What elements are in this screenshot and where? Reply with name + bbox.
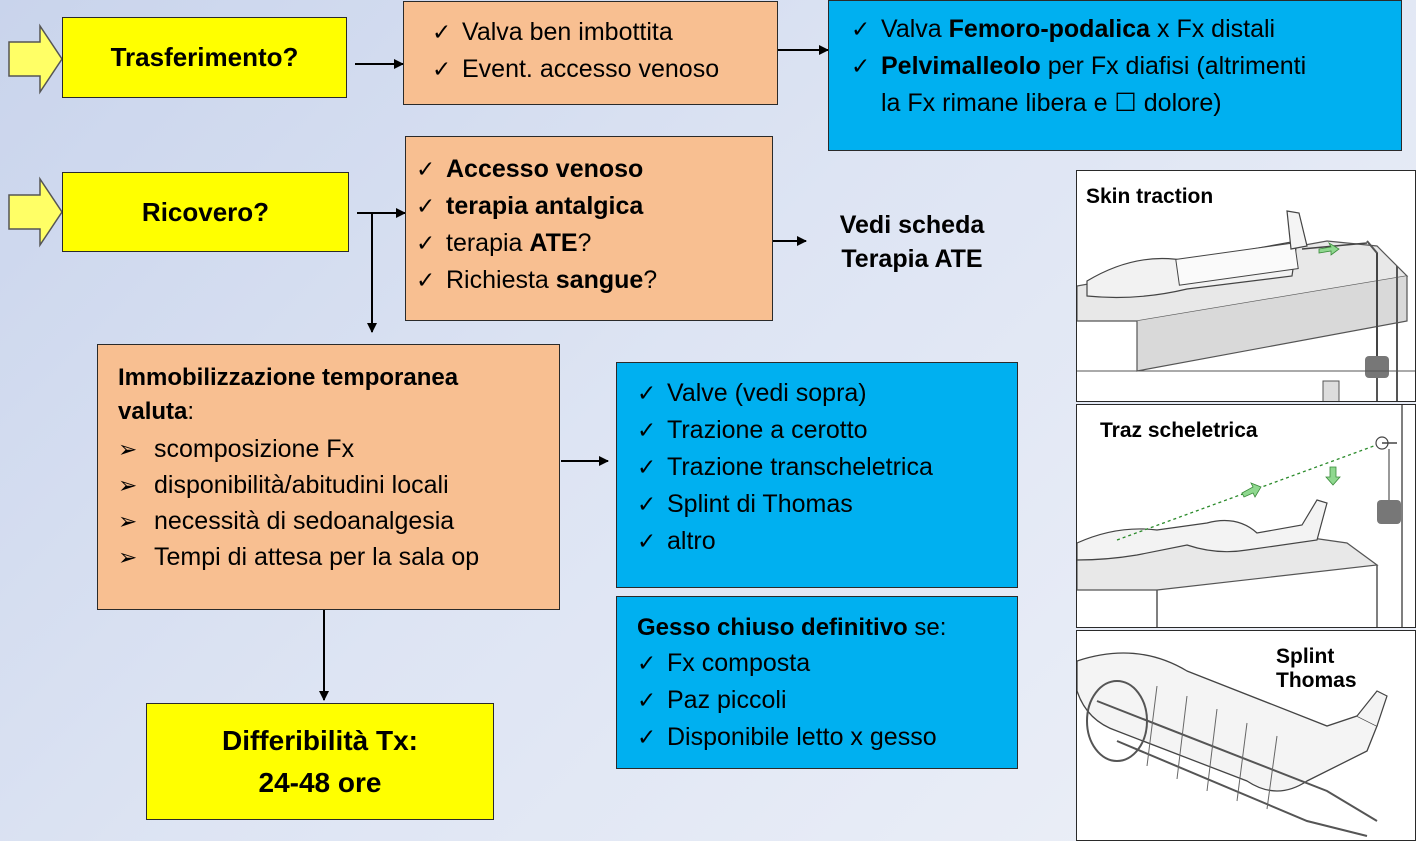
immobilization-title: Immobilizzazione temporanea valuta: (118, 364, 459, 425)
list-item: ✓Accesso venoso (416, 151, 772, 188)
list-item: ✓terapia antalgica (416, 188, 772, 225)
check-icon: ✓ (416, 230, 436, 256)
start-arrow-transfer (8, 23, 63, 95)
list-item: ➢necessità di sedoanalgesia (118, 503, 559, 539)
check-icon: ✓ (637, 417, 657, 443)
list-item: ✓Fx composta (637, 645, 1017, 682)
list-item: ✓Trazione transcheletrica (637, 449, 1017, 486)
list-item: ✓Valva ben imbottita (432, 14, 777, 51)
check-icon: ✓ (416, 156, 436, 182)
immobilization-box: Immobilizzazione temporanea valuta: ➢sco… (97, 344, 560, 610)
list-item: ✓Splint di Thomas (637, 486, 1017, 523)
list-item: ✓altro (637, 523, 1017, 560)
list-item: ✓ Richiesta sangue? (416, 262, 772, 299)
definitive-cast-title: Gesso chiuso definitivo se: (637, 614, 947, 641)
thomas-splint-label: Splint Thomas (1276, 645, 1357, 692)
check-icon: ✓ (416, 193, 436, 219)
transfer-box: Trasferimento? (62, 17, 347, 98)
skin-traction-label: Skin traction (1086, 185, 1214, 208)
arrow-bullet-icon: ➢ (118, 544, 138, 570)
list-item: ✓ Valva Femoro-podalica x Fx distali (851, 11, 1401, 48)
arrow-bullet-icon: ➢ (118, 436, 138, 462)
check-icon: ✓ (637, 528, 657, 554)
check-icon: ✓ (432, 56, 452, 82)
see-sheet-note: Vedi scheda Terapia ATE (839, 211, 985, 273)
check-icon: ✓ (637, 454, 657, 480)
list-item: ✓ Pelvimalleolo per Fx diafisi (altrimen… (851, 48, 1401, 122)
check-icon: ✓ (637, 724, 657, 750)
admission-actions-box: ✓Accesso venoso ✓terapia antalgica ✓ ter… (405, 136, 773, 321)
list-item: ✓Trazione a cerotto (637, 412, 1017, 449)
arrow-bullet-icon: ➢ (118, 508, 138, 534)
transfer-detail-box: ✓ Valva Femoro-podalica x Fx distali ✓ P… (828, 0, 1402, 151)
list-item: ✓Valve (vedi sopra) (637, 375, 1017, 412)
thomas-splint-illustration (1077, 652, 1388, 837)
start-arrow-admission (8, 176, 63, 248)
list-item: ✓Paz piccoli (637, 682, 1017, 719)
check-icon: ✓ (637, 380, 657, 406)
arrow-bullet-icon: ➢ (118, 472, 138, 498)
list-item: ➢disponibilità/abitudini locali (118, 467, 559, 503)
check-icon: ✓ (851, 16, 871, 42)
check-icon: ✓ (637, 650, 657, 676)
list-item: ➢Tempi di attesa per la sala op (118, 539, 559, 575)
skin-traction-illustration (1077, 210, 1415, 401)
admission-label: Ricovero? (141, 196, 270, 227)
check-icon: ✓ (432, 19, 452, 45)
list-item: ➢scomposizione Fx (118, 431, 559, 467)
definitive-cast-box: Gesso chiuso definitivo se: ✓Fx composta… (616, 596, 1018, 769)
list-item: ✓Disponibile letto x gesso (637, 719, 1017, 756)
admission-box: Ricovero? (62, 172, 349, 252)
check-icon: ✓ (851, 53, 871, 79)
list-item: ✓Event. accesso venoso (432, 51, 777, 88)
skin-traction-image: Skin traction (1076, 170, 1416, 402)
skeletal-traction-image: Traz scheletrica (1076, 404, 1416, 628)
check-icon: ✓ (637, 491, 657, 517)
check-icon: ✓ (637, 687, 657, 713)
thomas-splint-image: Splint Thomas (1076, 630, 1416, 841)
immobilization-options-box: ✓Valve (vedi sopra) ✓Trazione a cerotto … (616, 362, 1018, 588)
deferability-box: Differibilità Tx: 24-48 ore (146, 703, 494, 820)
check-icon: ✓ (416, 267, 436, 293)
transfer-actions-box: ✓Valva ben imbottita ✓Event. accesso ven… (403, 1, 778, 105)
transfer-label: Trasferimento? (110, 42, 299, 72)
skeletal-traction-label: Traz scheletrica (1100, 419, 1258, 442)
skeletal-traction-illustration (1077, 405, 1403, 627)
list-item: ✓ terapia ATE? (416, 225, 772, 262)
